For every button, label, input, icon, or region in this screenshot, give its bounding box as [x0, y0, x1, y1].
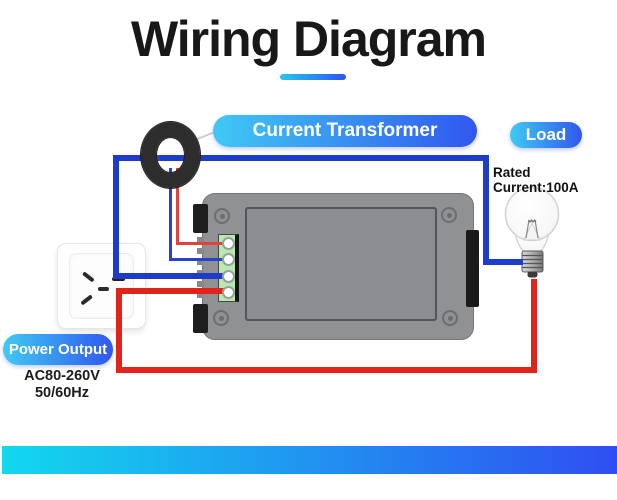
bulb-screw-base [521, 250, 544, 273]
meter-mounting-clip-top [193, 204, 208, 233]
meter-screw-top-right [441, 207, 457, 223]
rated-current-text: Rated Current:100A [493, 165, 579, 195]
meter-screw-bottom-right [442, 310, 458, 326]
bulb-base-ridges [522, 254, 543, 269]
wire-red-bulb-vertical [531, 279, 537, 370]
wire-blue-outlet-to-terminal3 [113, 273, 226, 279]
wire-blue-to-bulb [483, 259, 523, 265]
current-transformer-label: Current Transformer [213, 115, 477, 147]
meter-screw-top-left [214, 208, 230, 224]
bulb-stem [523, 221, 541, 241]
wire-red-left-vertical [116, 288, 122, 373]
meter-edge-tooth [197, 237, 204, 243]
wire-blue-left-vertical [113, 155, 119, 279]
meter-side-connector [466, 230, 479, 307]
wire-ct-blue-to-terminal2 [169, 258, 226, 261]
meter-edge-tooth [197, 281, 204, 287]
wire-blue-right-vertical [483, 155, 489, 265]
bottom-accent-bar [2, 446, 617, 474]
terminal-pin-1 [221, 237, 235, 250]
meter-display-panel [245, 207, 437, 321]
meter-edge-tooth [197, 292, 204, 298]
page-title: Wiring Diagram [130, 11, 487, 67]
light-bulb-load [504, 186, 560, 278]
meter-edge-tooth [197, 248, 204, 254]
terminal-pin-2 [221, 253, 235, 266]
title-underline [280, 74, 346, 80]
current-transformer-ring [141, 122, 200, 188]
socket-faceplate [69, 253, 134, 319]
label-leader-line [194, 131, 215, 141]
meter-screw-bottom-left [213, 310, 229, 326]
wire-blue-main-horizontal [113, 155, 489, 161]
meter-edge-tooth [197, 259, 204, 265]
power-output-label: Power Output [3, 334, 113, 365]
wall-socket [57, 243, 146, 329]
terminal-pin-3 [221, 269, 235, 283]
terminal-pin-4 [221, 285, 235, 299]
load-label: Load [510, 122, 582, 148]
meter-mounting-clip-bottom [193, 304, 208, 333]
wire-ct-red-vertical [176, 168, 179, 245]
wire-red-bottom-horizontal [116, 367, 537, 373]
wire-red-outlet-to-terminal4 [116, 288, 226, 294]
socket-slot-center [98, 287, 109, 291]
power-spec-text: AC80-260V 50/60Hz [6, 368, 118, 402]
bulb-filament [525, 219, 539, 239]
socket-slot-right [112, 277, 125, 281]
power-spec-line2: 50/60Hz [34, 385, 89, 401]
power-spec-line1: AC80-260V [24, 368, 100, 384]
wire-ct-red-to-terminal1 [176, 242, 226, 245]
terminal-block [218, 234, 239, 302]
bulb-base-tip [527, 271, 538, 278]
wire-ct-blue-vertical [169, 168, 172, 261]
